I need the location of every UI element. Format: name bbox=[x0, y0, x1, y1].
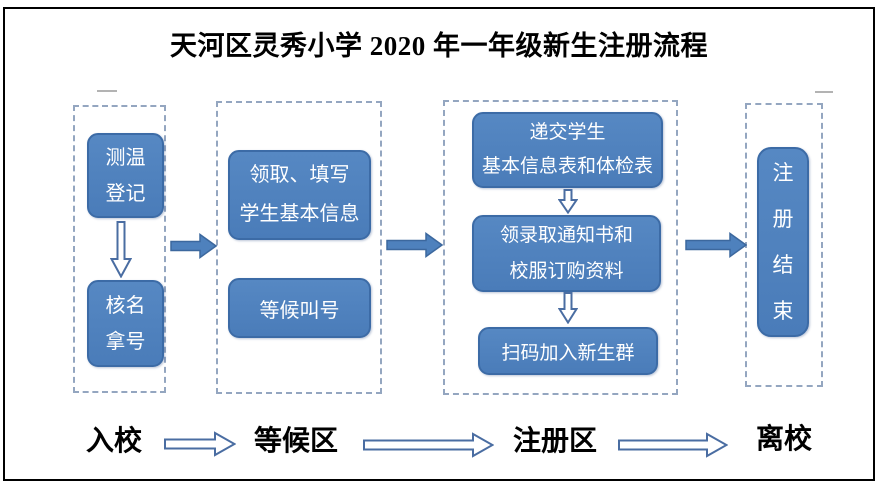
flow-arrow-icon bbox=[170, 233, 217, 259]
zone-label-enter: 入校 bbox=[85, 426, 142, 457]
stray-mark bbox=[97, 90, 117, 92]
entry-zone: 测温 登记 核名 拿号 bbox=[73, 105, 166, 393]
step-fill-form: 领取、填写 学生基本信息 bbox=[228, 150, 371, 240]
step-temp-check: 测温 登记 bbox=[87, 133, 164, 218]
registration-zone: 递交学生 基本信息表和体检表 领录取通知书和 校服订购资料 扫码加入新生群 bbox=[443, 100, 678, 395]
step-scan-qr: 扫码加入新生群 bbox=[478, 327, 658, 375]
step-get-notice: 领录取通知书和 校服订购资料 bbox=[472, 215, 661, 292]
zone-arrow-icon bbox=[618, 432, 728, 458]
step-name-number: 核名 拿号 bbox=[87, 280, 164, 367]
flow-arrow-icon bbox=[685, 232, 747, 258]
down-arrow-icon bbox=[110, 221, 132, 278]
zone-arrow-icon bbox=[164, 431, 236, 457]
zone-label-waiting: 等候区 bbox=[253, 426, 338, 457]
zone-label-register: 注册区 bbox=[512, 426, 597, 457]
step-finish: 注 册 结 束 bbox=[757, 147, 809, 337]
stray-mark bbox=[815, 91, 833, 93]
down-arrow-icon bbox=[558, 189, 578, 214]
exit-zone: 注 册 结 束 bbox=[745, 103, 823, 387]
diagram-title: 天河区灵秀小学 2020 年一年级新生注册流程 bbox=[170, 31, 708, 61]
outer-frame bbox=[3, 7, 875, 481]
down-arrow-icon bbox=[558, 292, 578, 324]
step-submit-forms: 递交学生 基本信息表和体检表 bbox=[472, 112, 663, 188]
flow-arrow-icon bbox=[386, 232, 443, 258]
waiting-zone: 领取、填写 学生基本信息 等候叫号 bbox=[216, 101, 382, 394]
zone-label-leave: 离校 bbox=[755, 424, 812, 455]
zone-arrow-icon bbox=[363, 432, 494, 458]
step-wait-call: 等候叫号 bbox=[228, 278, 371, 338]
